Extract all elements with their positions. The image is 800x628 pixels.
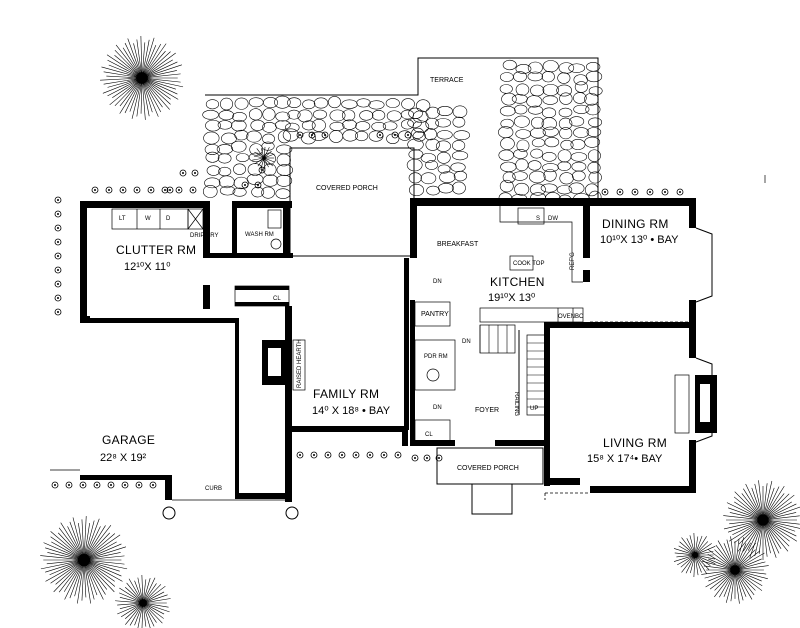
dw-label: DW <box>548 216 558 222</box>
walls <box>80 147 717 515</box>
family-room-dim: 14⁰ X 18⁸ • BAY <box>312 405 391 417</box>
sink-label: S <box>536 216 540 222</box>
living-room-name: LIVING RM <box>603 436 667 450</box>
clutter-room-name: CLUTTER RM <box>116 243 196 257</box>
kitchen-name: KITCHEN <box>490 275 545 289</box>
shrub-bottom-left-large <box>40 516 128 604</box>
pdr-rm-label: PDR RM <box>424 354 448 360</box>
rear-porch-label: COVERED PORCH <box>316 185 378 192</box>
hedge-left <box>51 131 684 489</box>
bc-label: BC <box>575 314 584 320</box>
dining-room-name: DINING RM <box>602 217 669 231</box>
d-label: D <box>166 216 171 222</box>
terrace <box>202 57 603 207</box>
garage-name: GARAGE <box>102 433 155 447</box>
dn-kitchen-label: DN <box>433 279 442 285</box>
raised-hearth-label: RAISED HEARTH <box>297 339 303 388</box>
drip-dry-label: DRIP DRY <box>190 233 218 239</box>
post-right <box>285 506 299 520</box>
shrub-bottom-left-small <box>115 575 171 628</box>
railing-label: RAILING <box>513 392 519 416</box>
oven-label: OVEN <box>558 314 575 320</box>
up-label: UP <box>530 406 538 412</box>
refg-label: REF'G <box>570 252 576 270</box>
terrace-label: TERRACE <box>430 77 464 84</box>
flagstone-pattern <box>202 59 603 207</box>
kitchen-fixtures <box>479 206 584 323</box>
living-room-dim: 15⁸ X 17⁴• BAY <box>587 453 663 465</box>
shrub-right-3 <box>673 533 716 577</box>
stairs <box>479 324 546 416</box>
yard-lines <box>50 175 766 501</box>
kitchen-dim: 19¹⁰X 13⁰ <box>488 292 536 304</box>
breakfast-label: BREAKFAST <box>437 241 479 248</box>
shrub-top-left <box>100 36 184 120</box>
shrub-right-1 <box>723 480 800 560</box>
dn-foyer-label: DN <box>433 405 442 411</box>
post-left <box>162 506 176 520</box>
curb-label: CURB <box>205 486 222 492</box>
dining-room-dim: 10¹⁰X 13⁰ • BAY <box>600 234 679 246</box>
lt-label: LT <box>119 216 126 222</box>
foyer-label: FOYER <box>475 407 499 414</box>
family-room-name: FAMILY RM <box>313 387 379 401</box>
shrub-right-2 <box>701 536 769 604</box>
wash-rm-label: WASH RM <box>245 232 274 238</box>
w-label: W <box>145 216 151 222</box>
front-porch-label: COVERED PORCH <box>457 465 519 472</box>
cook-top-label: COOK TOP <box>513 261 544 267</box>
pantry-label: PANTRY <box>421 311 449 318</box>
garage-dim: 22⁸ X 19² <box>100 452 147 464</box>
dn-stair-label: DN <box>462 339 471 345</box>
clutter-room-dim: 12¹⁰X 11⁰ <box>124 261 171 273</box>
cl-wash-label: CL <box>273 296 281 302</box>
cl-foyer-label: CL <box>425 432 433 438</box>
laundry <box>111 208 440 382</box>
